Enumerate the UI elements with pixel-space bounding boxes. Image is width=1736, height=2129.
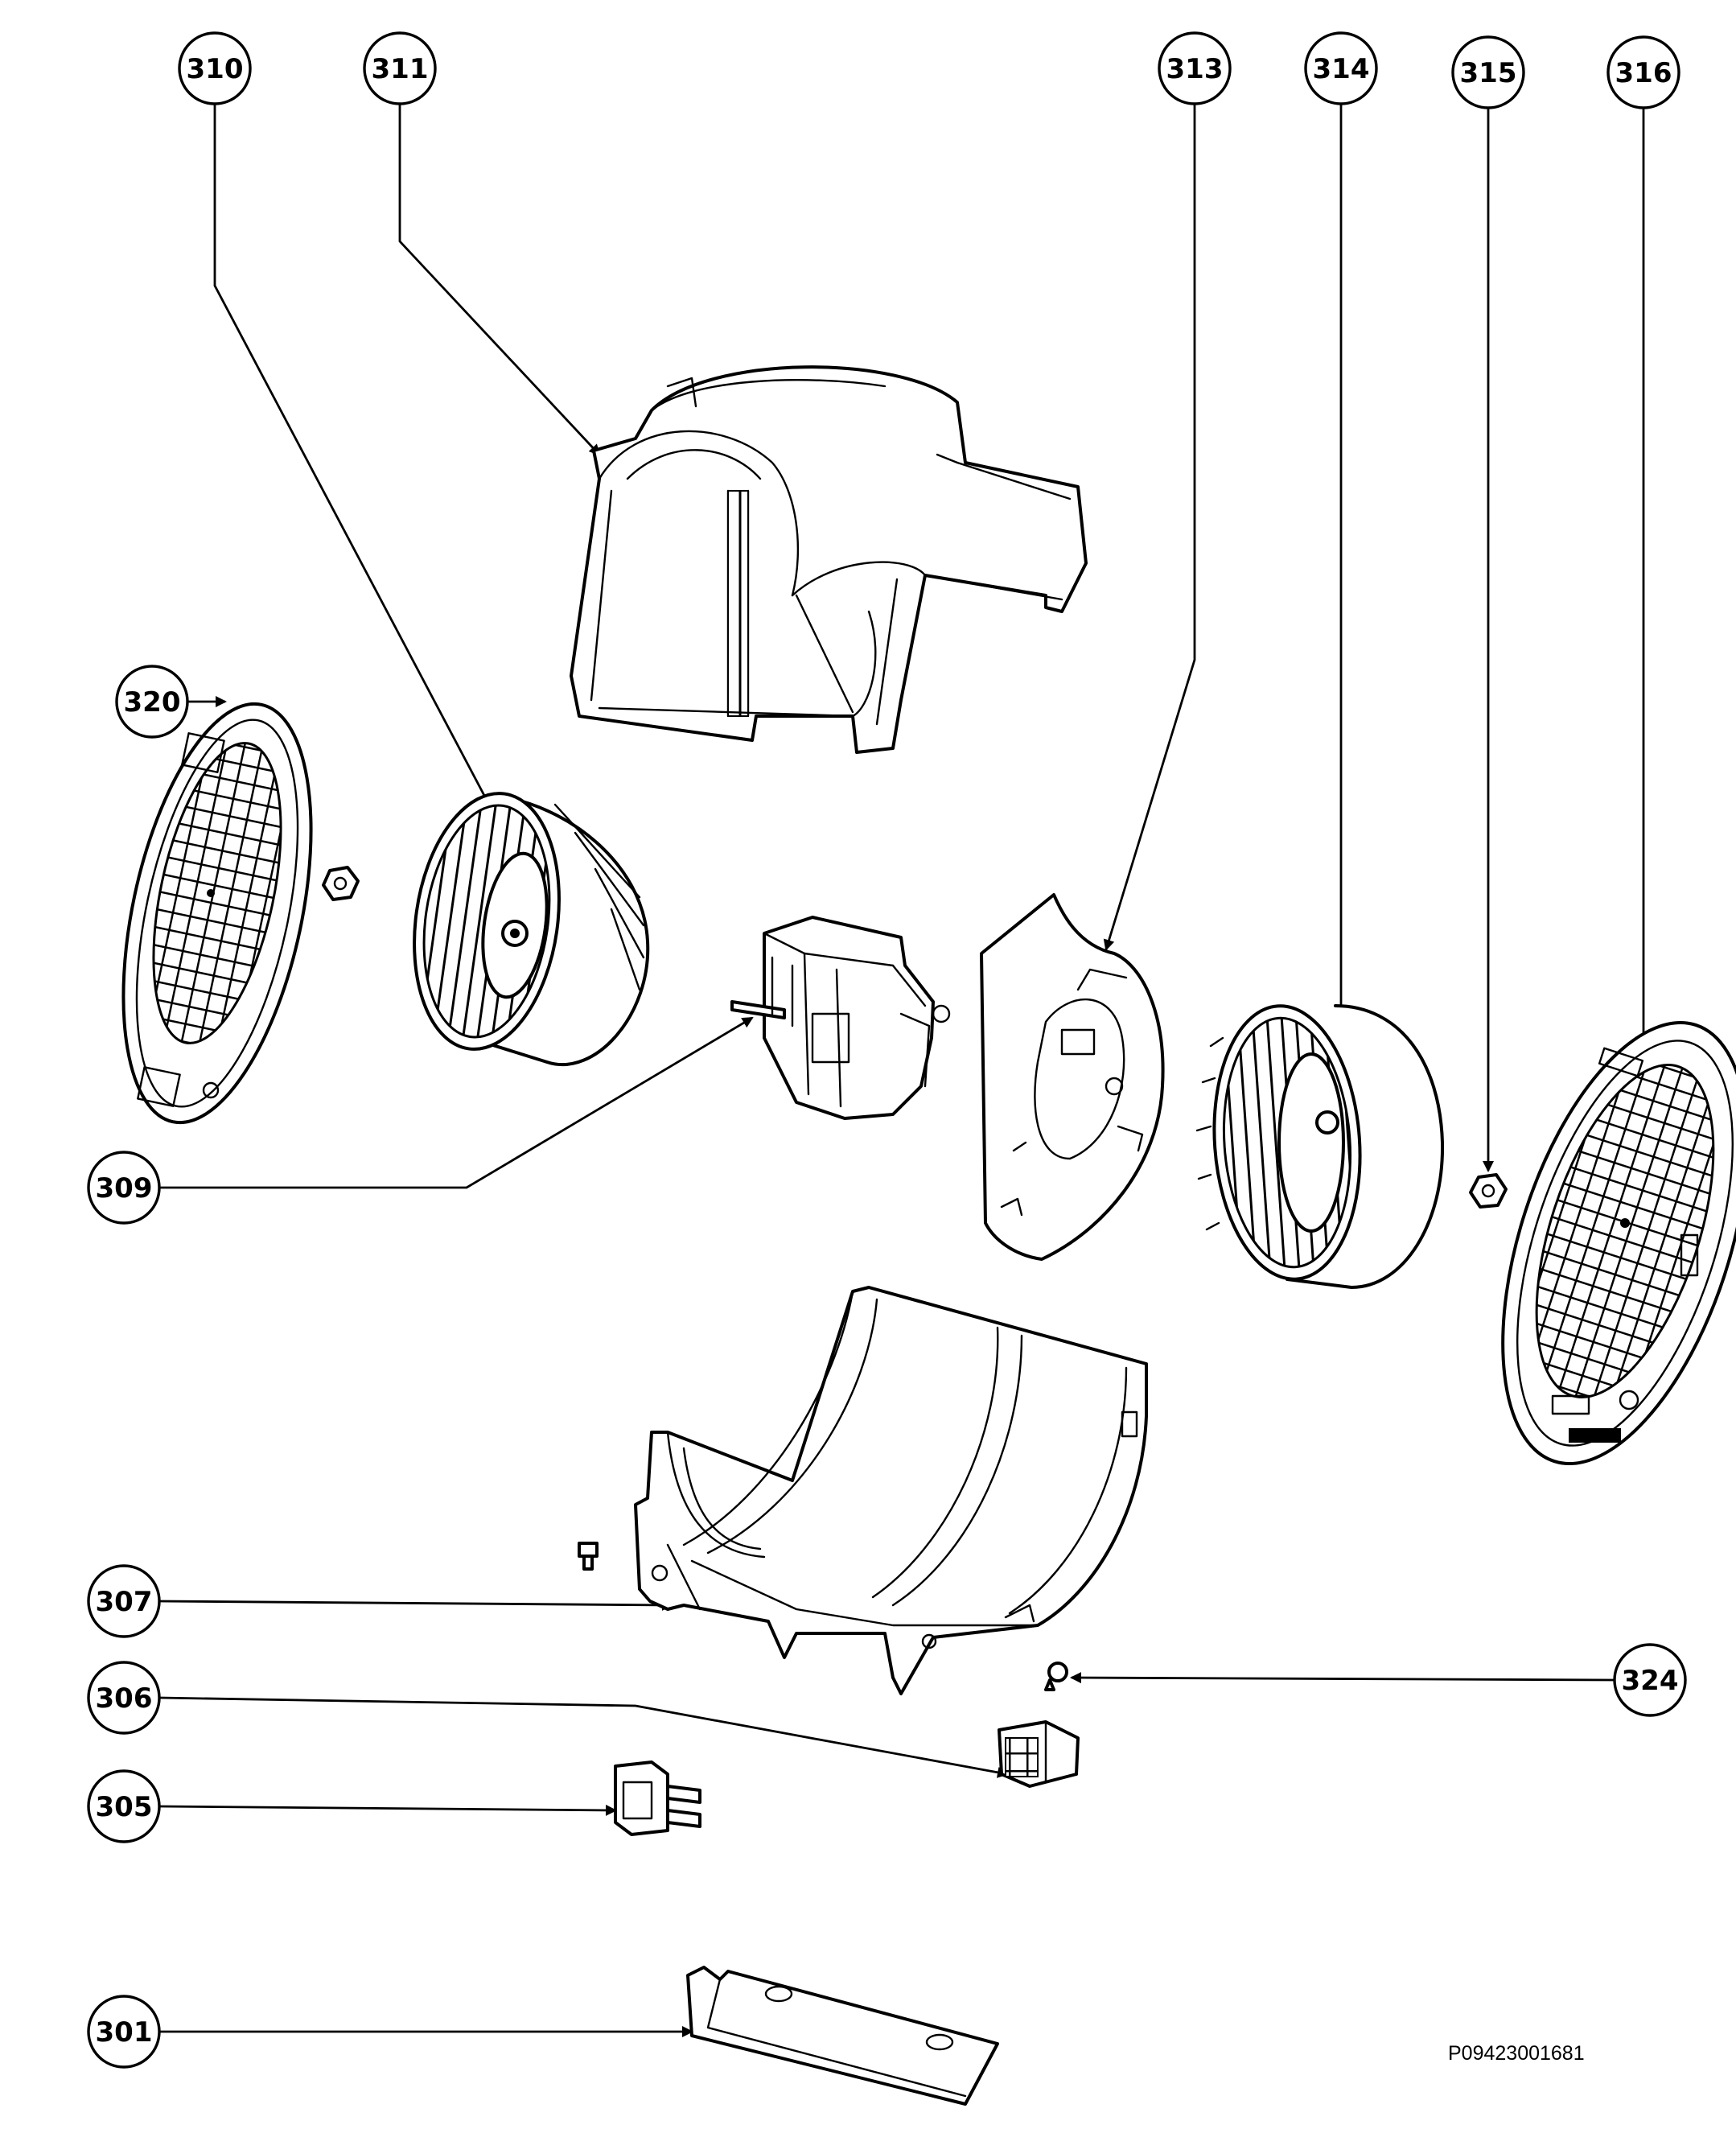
callout-307: 307 — [87, 1564, 161, 1638]
part-313-mounting-plate — [980, 893, 1165, 1261]
callout-315-label: 315 — [1460, 57, 1517, 89]
leader-324 — [1070, 1672, 1615, 1684]
leader-306 — [158, 1696, 1009, 1778]
part-305-plug — [614, 1760, 701, 1836]
part-324-screw — [1044, 1662, 1068, 1691]
callout-311: 311 — [363, 31, 437, 105]
part-307-lower-housing — [634, 1286, 1148, 1695]
part-306-connector — [998, 1720, 1080, 1788]
callout-306: 306 — [87, 1661, 161, 1735]
callout-305-label: 305 — [96, 1791, 153, 1823]
callout-309-label: 309 — [96, 1172, 153, 1205]
leader-310 — [213, 102, 491, 806]
callout-310-label: 310 — [187, 53, 244, 85]
screw-left — [578, 1542, 599, 1571]
callout-324-label: 324 — [1622, 1665, 1679, 1697]
callout-310: 310 — [178, 31, 252, 105]
leader-305 — [158, 1804, 617, 1816]
part-311-upper-housing — [570, 365, 1088, 754]
callout-316-label: 316 — [1615, 57, 1672, 89]
callout-301-label: 301 — [96, 2016, 153, 2049]
callout-313-label: 313 — [1166, 53, 1224, 85]
callout-311-label: 311 — [372, 53, 429, 85]
callout-314-label: 314 — [1313, 53, 1370, 85]
leader-lines — [158, 102, 1649, 2037]
callout-301: 301 — [87, 1995, 161, 2069]
callout-320: 320 — [115, 665, 189, 739]
callout-307-label: 307 — [96, 1586, 153, 1618]
part-310-left-blower-wheel — [413, 792, 650, 1067]
callout-315: 315 — [1451, 35, 1525, 109]
leader-307 — [158, 1599, 673, 1611]
callout-309: 309 — [87, 1151, 161, 1225]
part-320-left-grille — [121, 702, 313, 1125]
part-316-right-grille — [1501, 1020, 1736, 1466]
callout-314: 314 — [1304, 31, 1378, 105]
leader-311 — [398, 102, 601, 456]
part-301-bottom-plate — [686, 1966, 999, 2106]
part-309-motor — [730, 916, 951, 1120]
callout-313: 313 — [1158, 31, 1232, 105]
callout-316: 316 — [1606, 35, 1680, 109]
nut-left — [322, 866, 360, 901]
leader-309 — [159, 1016, 754, 1189]
leader-313 — [1103, 102, 1196, 951]
callout-324: 324 — [1613, 1643, 1687, 1717]
callout-320-label: 320 — [124, 686, 181, 719]
part-314-right-blower-wheel — [1195, 1004, 1445, 1289]
callout-306-label: 306 — [96, 1682, 153, 1715]
document-code: P09423001681 — [1448, 2042, 1585, 2065]
part-315-nut — [1469, 1173, 1508, 1209]
callout-305: 305 — [87, 1769, 161, 1843]
